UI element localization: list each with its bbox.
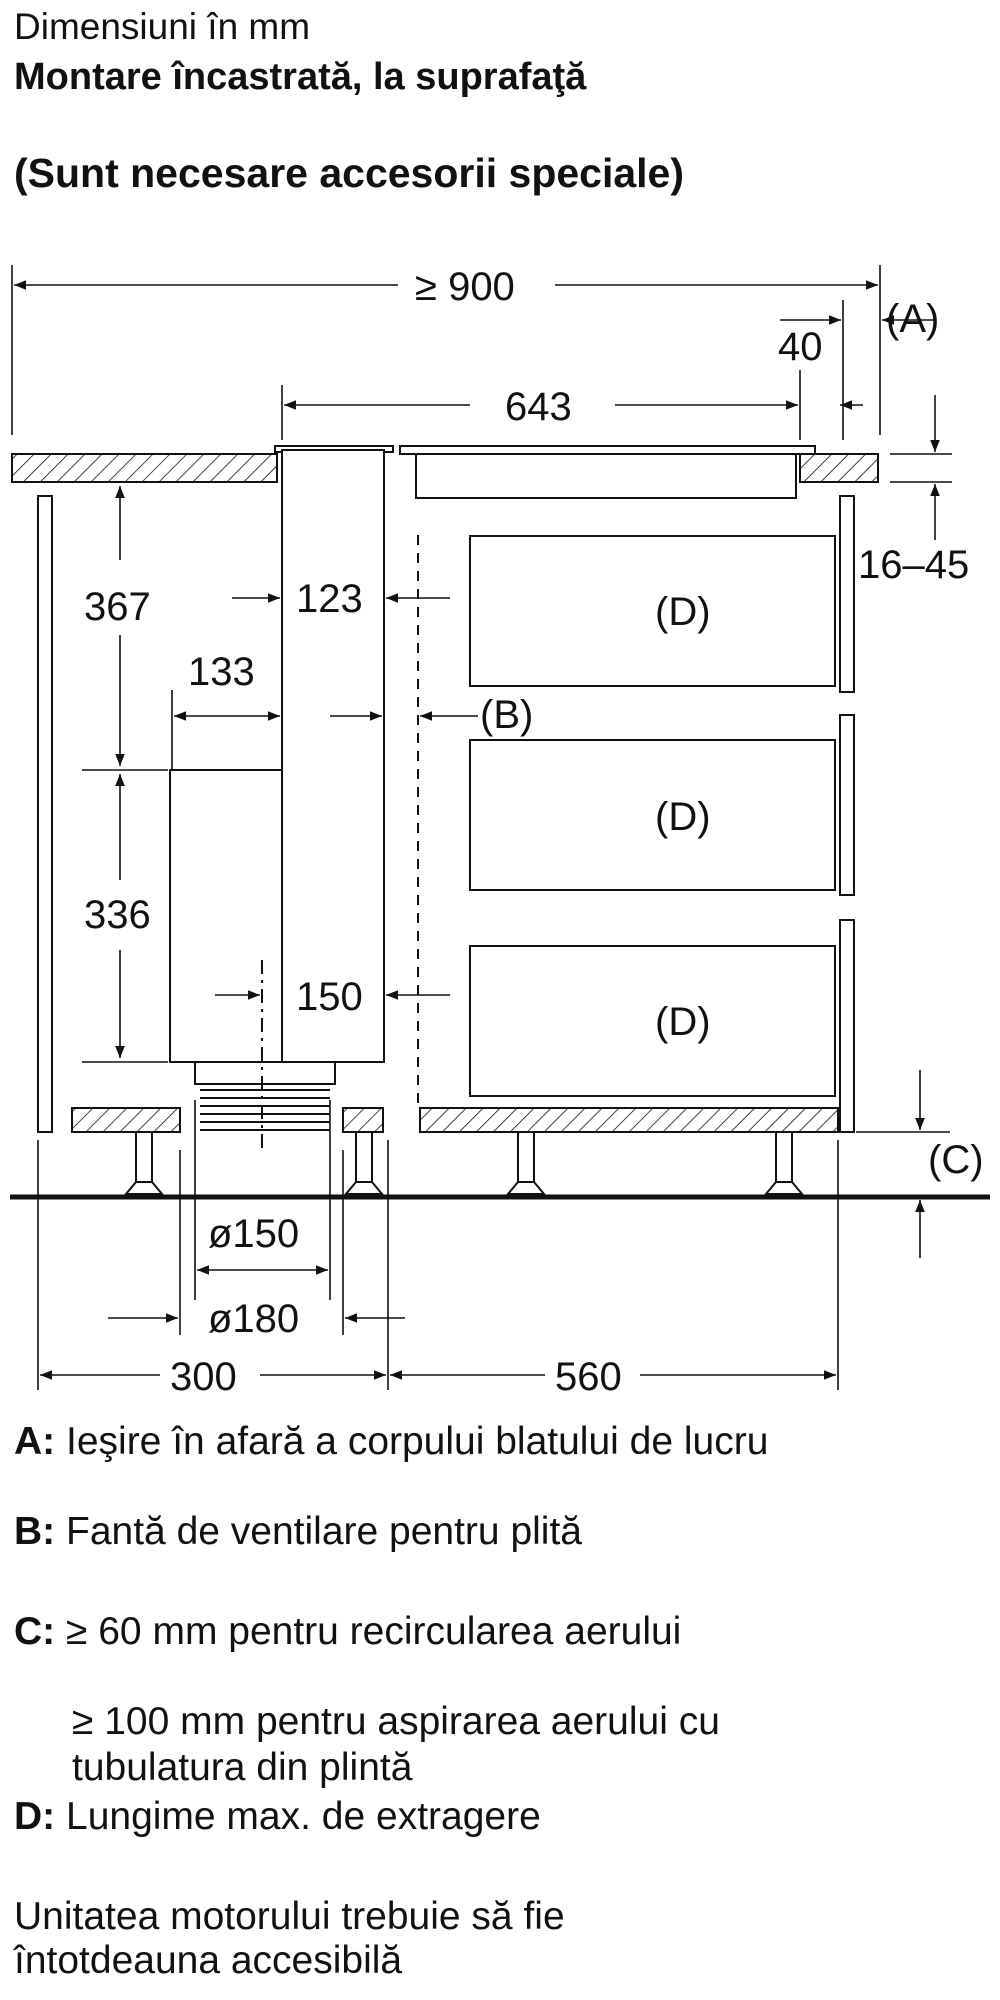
footer-note-line-2: întotdeauna accesibilă xyxy=(14,1939,403,1982)
legend-text: ≥ 60 mm pentru recircularea aerului xyxy=(66,1610,682,1653)
legend-d: D: Lungime max. de extragere xyxy=(14,1795,541,1839)
drawer-front-1 xyxy=(839,495,855,693)
label-d-2: (D) xyxy=(655,795,711,839)
label-a: (A) xyxy=(886,297,939,341)
legend-c-extra-1: ≥ 100 mm pentru aspirarea aerului cu xyxy=(72,1700,720,1744)
dim-a-gap: 40 xyxy=(778,325,823,369)
cabinet-side-left xyxy=(37,495,53,1133)
drawer-2 xyxy=(469,739,836,891)
dim-height-upper: 367 xyxy=(84,585,151,629)
legend-key: B: xyxy=(14,1510,56,1553)
footer-note-line-1: Unitatea motorului trebuie să fie xyxy=(14,1895,565,1938)
worktop-left xyxy=(11,453,278,483)
dim-overall-width: ≥ 900 xyxy=(415,265,515,309)
duct-ribs xyxy=(200,1089,330,1131)
legend-c-extra-2: tubulatura din plintă xyxy=(72,1746,412,1790)
dim-duct-offset: 150 xyxy=(296,975,363,1019)
legend-key: C: xyxy=(14,1610,56,1653)
drawer-1 xyxy=(469,535,836,687)
cabinet-feet xyxy=(123,1131,805,1195)
legend-text: Lungime max. de extragere xyxy=(66,1795,541,1838)
shelf-mid xyxy=(342,1107,384,1133)
label-c: (C) xyxy=(928,1138,984,1182)
dim-motor-width: 133 xyxy=(188,650,255,694)
shelf-left xyxy=(71,1107,181,1133)
legend-text: Ieşire în afară a corpului blatului de l… xyxy=(66,1420,769,1463)
units-heading: Dimensiuni în mm xyxy=(14,6,311,47)
legend-c: C: ≥ 60 mm pentru recircularea aerului xyxy=(14,1610,681,1654)
legend-key: D: xyxy=(14,1795,56,1838)
legend-text: ≥ 100 mm pentru aspirarea aerului cu xyxy=(72,1700,720,1743)
hob-body xyxy=(415,453,797,499)
drawer-3 xyxy=(469,945,836,1097)
dim-dia-150: ø150 xyxy=(208,1212,299,1256)
legend-text: tubulatura din plintă xyxy=(72,1746,413,1789)
motor-unit xyxy=(169,769,283,1063)
label-b: (B) xyxy=(480,693,533,737)
legend-a: A: Ieşire în afară a corpului blatului d… xyxy=(14,1420,768,1464)
label-d-1: (D) xyxy=(655,590,711,634)
installation-diagram: ≥ 900 (A) 40 643 16–45 367 123 133 (B) (… xyxy=(10,265,990,1399)
dim-column-depth: 123 xyxy=(296,577,363,621)
extractor-column xyxy=(281,449,385,1063)
legend-text: Fantă de ventilare pentru plită xyxy=(66,1510,582,1553)
footer-note: Unitatea motorului trebuie să fie întotd… xyxy=(14,1895,565,1983)
drawer-front-2 xyxy=(839,714,855,896)
dim-height-motor: 336 xyxy=(84,893,151,937)
hob-glass xyxy=(399,445,816,455)
dim-base-right: 560 xyxy=(555,1355,622,1399)
dim-hob-width: 643 xyxy=(505,385,572,429)
accessories-note-heading: (Sunt necesare accesorii speciale) xyxy=(14,150,685,196)
drawer-front-3 xyxy=(839,919,855,1133)
dim-dia-180: ø180 xyxy=(208,1297,299,1341)
dim-worktop-thickness: 16–45 xyxy=(858,543,969,587)
installation-type-heading: Montare încastrată, la suprafaţă xyxy=(14,56,587,98)
legend-b: B: Fantă de ventilare pentru plită xyxy=(14,1510,582,1554)
shelf-right xyxy=(419,1107,839,1133)
label-d-3: (D) xyxy=(655,1000,711,1044)
worktop-right xyxy=(799,453,879,483)
dim-base-left: 300 xyxy=(170,1355,237,1399)
motor-base-plate xyxy=(194,1061,336,1085)
legend-key: A: xyxy=(14,1420,56,1463)
